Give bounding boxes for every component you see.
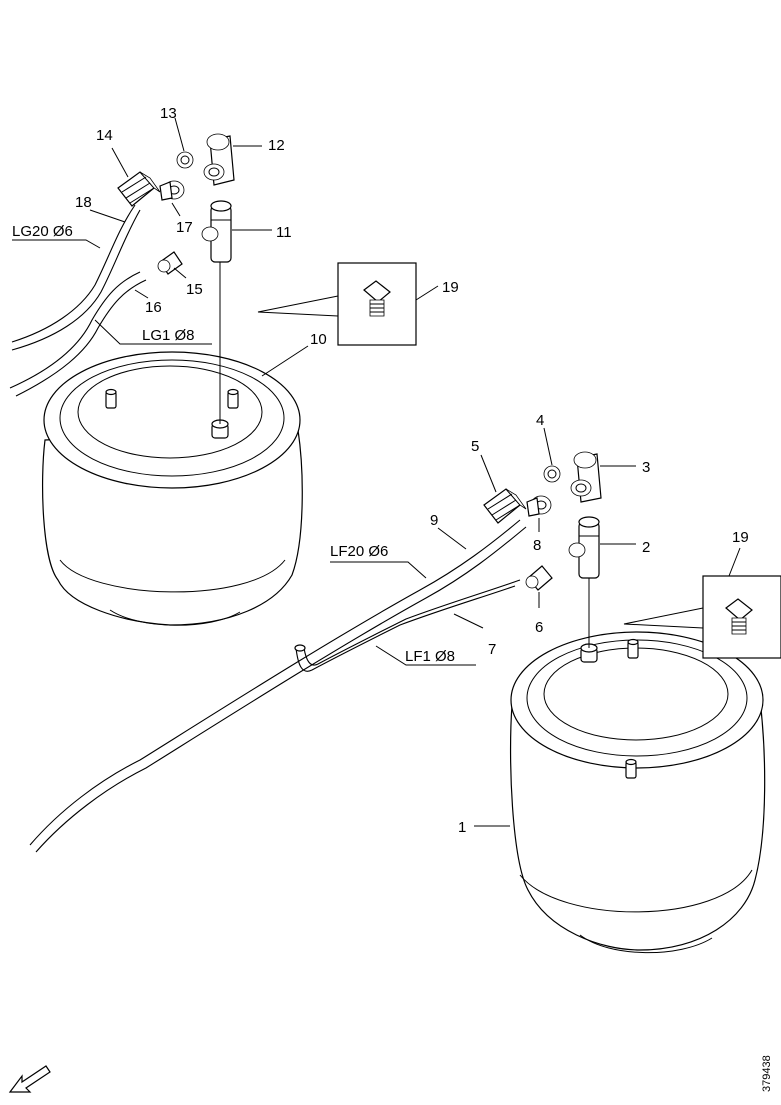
label-part-15: 15 bbox=[186, 281, 203, 298]
label-part-7: 7 bbox=[488, 641, 496, 658]
fitting-15 bbox=[157, 251, 183, 275]
stud-upper-1 bbox=[105, 388, 117, 409]
elbow-connector-12 bbox=[203, 133, 235, 186]
pipe-lg20 bbox=[11, 204, 141, 351]
label-part-19-lower: 19 bbox=[732, 529, 749, 546]
label-line-lg1: LG1 Ø8 bbox=[142, 327, 195, 344]
label-part-2: 2 bbox=[642, 539, 650, 556]
label-part-19-upper: 19 bbox=[442, 279, 459, 296]
label-part-3: 3 bbox=[642, 459, 650, 476]
label-part-4: 4 bbox=[536, 412, 544, 429]
detail-box-19-lower bbox=[623, 547, 781, 659]
label-part-11: 11 bbox=[276, 224, 292, 241]
pipe-lf20 bbox=[29, 519, 527, 853]
label-line-lf1: LF1 Ø8 bbox=[405, 648, 455, 665]
label-part-1: 1 bbox=[458, 819, 466, 836]
air-spring-lower bbox=[509, 631, 766, 954]
label-part-6: 6 bbox=[535, 619, 543, 636]
tee-connector-11 bbox=[201, 200, 232, 263]
label-part-18: 18 bbox=[75, 194, 92, 211]
elbow-connector-3 bbox=[570, 451, 602, 503]
stud-lower-2 bbox=[625, 758, 637, 779]
label-line-lg20: LG20 Ø6 bbox=[12, 223, 73, 240]
fitting-6 bbox=[525, 565, 553, 591]
pipe-lg1 bbox=[9, 271, 147, 397]
o-ring-13 bbox=[176, 151, 194, 169]
label-part-12: 12 bbox=[268, 137, 285, 154]
push-connector-14 bbox=[117, 171, 161, 207]
detail-box-19-upper bbox=[257, 262, 439, 346]
fitting-8 bbox=[526, 495, 552, 517]
air-spring-upper bbox=[41, 351, 303, 626]
label-part-17: 17 bbox=[176, 219, 193, 236]
label-part-16: 16 bbox=[145, 299, 162, 316]
label-line-lf20: LF20 Ø6 bbox=[330, 543, 388, 560]
push-connector-5 bbox=[483, 488, 527, 524]
o-ring-4 bbox=[543, 465, 561, 483]
label-part-5: 5 bbox=[471, 438, 479, 455]
stud-upper-2 bbox=[227, 388, 239, 409]
label-part-9: 9 bbox=[430, 512, 438, 529]
label-part-13: 13 bbox=[160, 105, 177, 122]
direction-arrow-icon bbox=[8, 1065, 51, 1093]
fitting-17 bbox=[159, 180, 185, 201]
label-part-14: 14 bbox=[96, 127, 113, 144]
tee-connector-2 bbox=[568, 516, 600, 579]
label-part-8: 8 bbox=[533, 537, 541, 554]
stud-lower-1 bbox=[627, 638, 639, 659]
drawing-code: 379438 bbox=[761, 1055, 773, 1092]
pipe-lf1 bbox=[294, 579, 521, 672]
label-part-10: 10 bbox=[310, 331, 327, 348]
